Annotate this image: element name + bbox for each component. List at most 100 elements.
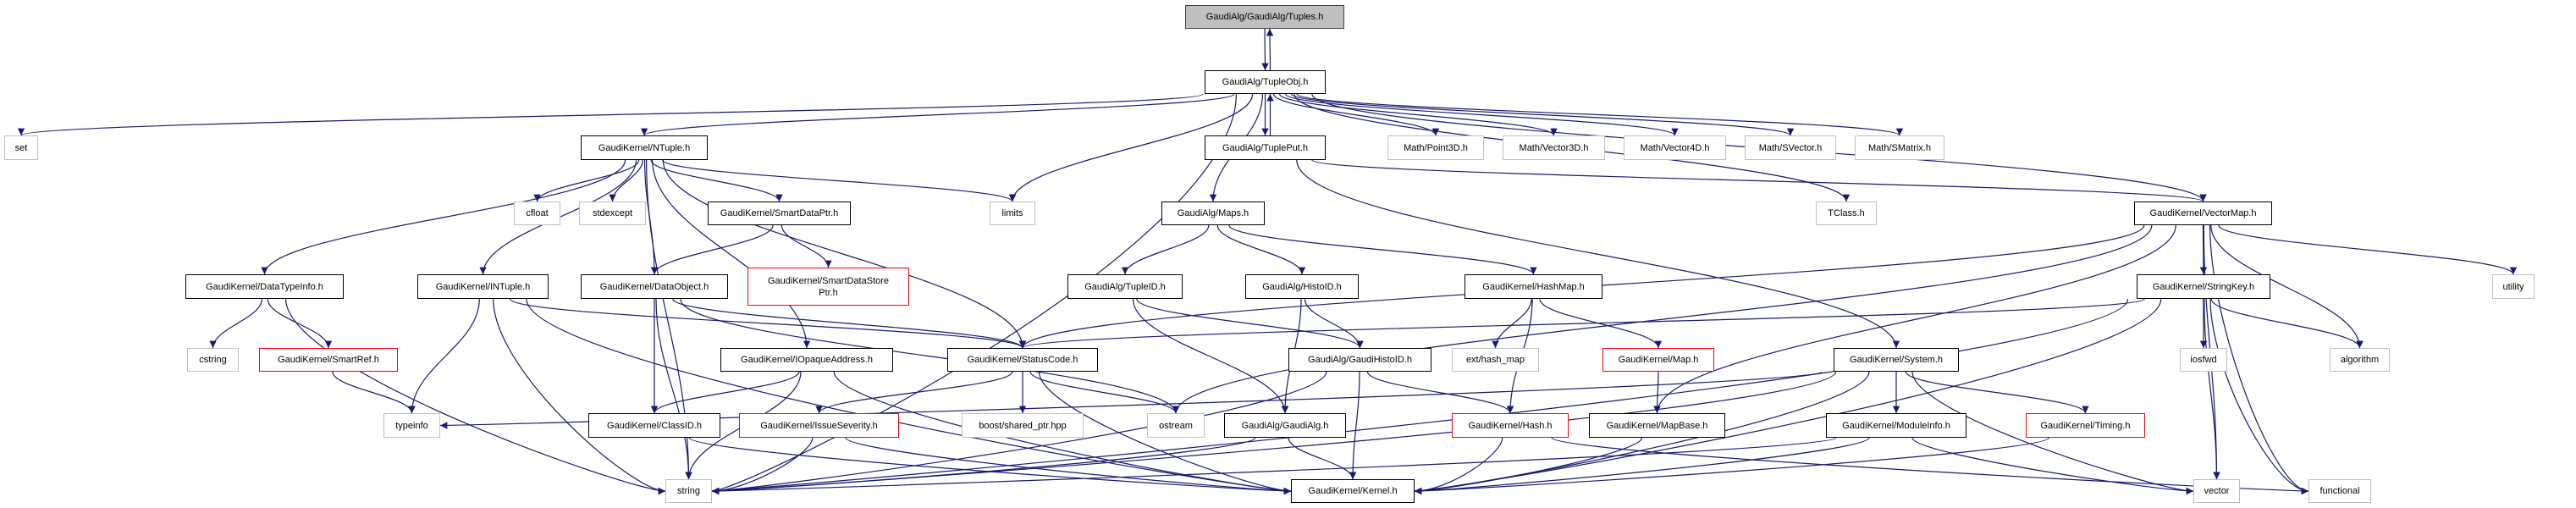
edge-issueseverity-to-kernel bbox=[845, 437, 1292, 495]
node-dataobject[interactable]: GaudiKernel/DataObject.h bbox=[581, 274, 728, 299]
edge-moduleinfo-to-kernel bbox=[1414, 437, 1870, 495]
node-typeinfo: typeinfo bbox=[383, 413, 440, 438]
edge-system-to-kernel bbox=[1414, 371, 1870, 495]
edge-vectormap-to-functional bbox=[2209, 224, 2309, 495]
node-utility: utility bbox=[2492, 274, 2535, 299]
edge-ntuple-to-iopaqueaddress bbox=[652, 159, 811, 349]
edge-datatypeinfo-to-cstring bbox=[209, 298, 263, 349]
edge-system-to-timing bbox=[1905, 371, 2089, 414]
node-algorithm: algorithm bbox=[2330, 348, 2390, 372]
edge-intuple-to-kernel bbox=[526, 298, 1292, 495]
edge-smartdataptr-to-smartdatastoreptr bbox=[781, 224, 832, 268]
node-iopaqueaddress[interactable]: GaudiKernel/IOpaqueAddress.h bbox=[720, 348, 893, 372]
node-tupleid[interactable]: GaudiAlg/TupleID.h bbox=[1067, 274, 1183, 299]
edge-moduleinfo-to-string bbox=[711, 437, 1837, 495]
node-moduleinfo[interactable]: GaudiKernel/ModuleInfo.h bbox=[1826, 413, 1966, 438]
edge-iopaqueaddress-to-kernel bbox=[833, 371, 1292, 495]
edge-stringkey-to-string bbox=[711, 298, 2129, 495]
node-vector: vector bbox=[2193, 479, 2240, 503]
edge-gaudihistoid-to-string bbox=[711, 371, 1327, 495]
node-svector: Math/SVector.h bbox=[1745, 135, 1836, 160]
node-classid[interactable]: GaudiKernel/ClassID.h bbox=[588, 413, 720, 438]
edge-tupleobj-to-tuples bbox=[1266, 28, 1274, 71]
edge-dataobject-to-statuscode bbox=[672, 298, 1027, 349]
node-limits: limits bbox=[990, 202, 1035, 225]
edge-ntuple-to-statuscode bbox=[662, 159, 1027, 349]
edge-stringkey-to-statuscode bbox=[1019, 298, 2145, 349]
edge-maps-to-tupleid bbox=[1121, 224, 1210, 275]
node-cfloat: cfloat bbox=[514, 202, 560, 225]
edge-statuscode-to-kernel bbox=[1038, 371, 1292, 495]
node-tuples[interactable]: GaudiAlg/GaudiAlg/Tuples.h bbox=[1185, 5, 1344, 29]
edge-tupleobj-to-set bbox=[18, 93, 1204, 136]
edge-system-to-vector bbox=[1911, 371, 2194, 495]
node-issueseverity[interactable]: GaudiKernel/IssueSeverity.h bbox=[739, 413, 899, 438]
edge-histoid-to-gaudihistoid bbox=[1304, 298, 1364, 349]
edge-maps-to-histoid bbox=[1216, 224, 1306, 275]
edge-stringkey-to-algorithm bbox=[2210, 298, 2364, 349]
edge-gaudihistoid-to-kernel bbox=[1349, 371, 1360, 480]
node-hash[interactable]: GaudiKernel/Hash.h bbox=[1452, 413, 1569, 438]
node-timing[interactable]: GaudiKernel/Timing.h bbox=[2026, 413, 2145, 438]
node-vector3d: Math/Vector3D.h bbox=[1503, 135, 1605, 160]
edge-statuscode-to-ostream bbox=[1029, 371, 1180, 414]
node-tupleput[interactable]: GaudiAlg/TuplePut.h bbox=[1205, 135, 1326, 160]
edge-maps-to-hashmap bbox=[1228, 224, 1537, 275]
node-stringkey[interactable]: GaudiKernel/StringKey.h bbox=[2137, 274, 2270, 299]
edge-timing-to-kernel bbox=[1414, 437, 2049, 495]
node-intuple[interactable]: GaudiKernel/INTuple.h bbox=[417, 274, 549, 299]
edge-ntuple-to-stdexcept bbox=[609, 159, 643, 202]
edge-hashmap-to-exthashmap bbox=[1492, 298, 1532, 349]
node-tclass: TClass.h bbox=[1816, 202, 1877, 225]
node-datatypeinfo[interactable]: GaudiKernel/DataTypeInfo.h bbox=[185, 274, 344, 299]
edge-ntuple-to-limits bbox=[662, 159, 1017, 202]
node-smartdataptr[interactable]: GaudiKernel/SmartDataPtr.h bbox=[708, 202, 851, 225]
edge-intuple-to-string bbox=[493, 298, 666, 495]
edge-dataobject-to-ostream bbox=[680, 298, 1180, 414]
node-gaudialg[interactable]: GaudiAlg/GaudiAlg.h bbox=[1224, 413, 1346, 438]
edge-ntuple-to-cfloat bbox=[533, 159, 640, 202]
node-map[interactable]: GaudiKernel/Map.h bbox=[1602, 348, 1714, 372]
edge-issueseverity-to-string bbox=[711, 437, 814, 495]
node-ntuple[interactable]: GaudiKernel/NTuple.h bbox=[581, 135, 708, 160]
node-cstring: cstring bbox=[187, 348, 239, 372]
node-stdexcept: stdexcept bbox=[579, 202, 646, 225]
node-exthashmap: ext/hash_map bbox=[1452, 348, 1539, 372]
edge-statuscode-to-issueseverity bbox=[815, 371, 1013, 414]
edge-tupleput-to-vectormap bbox=[1311, 159, 2207, 202]
edge-tupleobj-to-smatrix bbox=[1296, 93, 1903, 136]
edge-gaudialg-to-string bbox=[711, 437, 1256, 495]
edge-tupleobj-to-vector3d bbox=[1278, 93, 1558, 136]
node-histoid[interactable]: GaudiAlg/HistoID.h bbox=[1245, 274, 1359, 299]
node-ostream: ostream bbox=[1147, 413, 1205, 438]
node-gaudihistoid[interactable]: GaudiAlg/GaudiHistoID.h bbox=[1288, 348, 1431, 372]
edge-stringkey-to-functional bbox=[2209, 298, 2309, 495]
node-statuscode[interactable]: GaudiKernel/StatusCode.h bbox=[947, 348, 1098, 372]
node-kernel[interactable]: GaudiKernel/Kernel.h bbox=[1291, 479, 1415, 503]
node-mapbase[interactable]: GaudiKernel/MapBase.h bbox=[1589, 413, 1725, 438]
edge-ntuple-to-smartdataptr bbox=[650, 159, 783, 202]
edge-system-to-typeinfo bbox=[439, 371, 1823, 429]
edge-datatypeinfo-to-smartref bbox=[267, 298, 333, 349]
edge-vectormap-to-utility bbox=[2218, 224, 2518, 275]
edge-ntuple-to-datatypeinfo bbox=[261, 159, 626, 275]
edge-intuple-to-statuscode bbox=[509, 298, 1026, 349]
edge-smartdataptr-to-dataobject bbox=[650, 224, 774, 275]
edge-tupleobj-to-ntuple bbox=[641, 93, 1235, 136]
node-functional: functional bbox=[2308, 479, 2371, 503]
node-tupleobj[interactable]: GaudiAlg/TupleObj.h bbox=[1205, 70, 1326, 94]
node-vector4d: Math/Vector4D.h bbox=[1624, 135, 1726, 160]
edge-datatypeinfo-to-string bbox=[284, 298, 666, 495]
node-hashmap[interactable]: GaudiKernel/HashMap.h bbox=[1465, 274, 1602, 299]
node-system[interactable]: GaudiKernel/System.h bbox=[1834, 348, 1959, 372]
edge-hash-to-functional bbox=[1551, 437, 2309, 495]
node-maps[interactable]: GaudiAlg/Maps.h bbox=[1161, 202, 1265, 225]
node-smartref[interactable]: GaudiKernel/SmartRef.h bbox=[259, 348, 398, 372]
edge-vectormap-to-ostream bbox=[1172, 224, 2153, 414]
edge-classid-to-kernel bbox=[688, 437, 1292, 495]
node-smartdatastoreptr[interactable]: GaudiKernel/SmartDataStore Ptr.h bbox=[747, 268, 909, 306]
node-vectormap[interactable]: GaudiKernel/VectorMap.h bbox=[2134, 202, 2272, 225]
edge-vectormap-to-mapbase bbox=[1653, 224, 2176, 414]
edge-tupleid-to-gaudialg bbox=[1132, 298, 1289, 414]
